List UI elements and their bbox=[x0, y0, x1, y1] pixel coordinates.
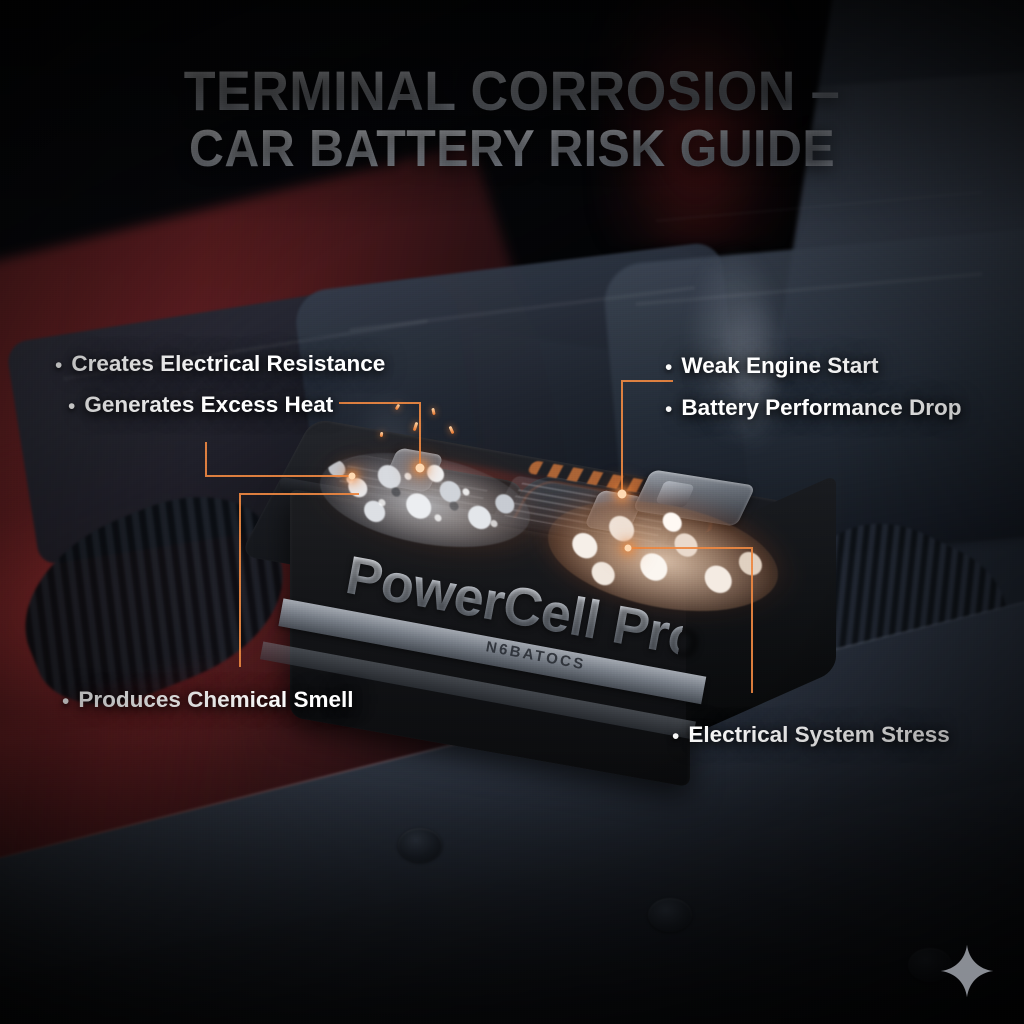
callout-battery-performance-drop: • Battery Performance Drop bbox=[665, 394, 961, 421]
callout-produces-chemical-smell: • Produces Chemical Smell bbox=[62, 686, 353, 713]
callout-label: Battery Performance Drop bbox=[681, 395, 962, 420]
bullet-icon: • bbox=[55, 354, 63, 377]
bullet-icon: • bbox=[62, 690, 70, 713]
callout-weak-engine-start: • Weak Engine Start bbox=[665, 352, 879, 379]
bullet-icon: • bbox=[672, 725, 680, 748]
bullet-icon: • bbox=[665, 398, 673, 421]
callout-label: Produces Chemical Smell bbox=[78, 687, 354, 712]
callout-generates-excess-heat: • Generates Excess Heat bbox=[68, 391, 333, 418]
bullet-icon: • bbox=[665, 356, 673, 379]
callout-label: Weak Engine Start bbox=[681, 353, 879, 378]
sparkle-star-icon bbox=[940, 944, 994, 998]
callout-label: Creates Electrical Resistance bbox=[71, 351, 386, 376]
callout-label: Electrical System Stress bbox=[688, 722, 950, 747]
body-bolt-1 bbox=[398, 828, 442, 862]
callout-electrical-system-stress: • Electrical System Stress bbox=[672, 721, 950, 748]
callout-label: Generates Excess Heat bbox=[84, 392, 334, 417]
body-bolt-2 bbox=[648, 898, 692, 932]
bullet-icon: • bbox=[68, 395, 76, 418]
title-line-1: TERMINAL CORROSION – bbox=[36, 62, 988, 119]
callout-creates-electrical-resistance: • Creates Electrical Resistance bbox=[55, 350, 385, 377]
title-line-2: CAR BATTERY RISK GUIDE bbox=[36, 123, 988, 176]
infographic-title: TERMINAL CORROSION – CAR BATTERY RISK GU… bbox=[0, 62, 1024, 176]
